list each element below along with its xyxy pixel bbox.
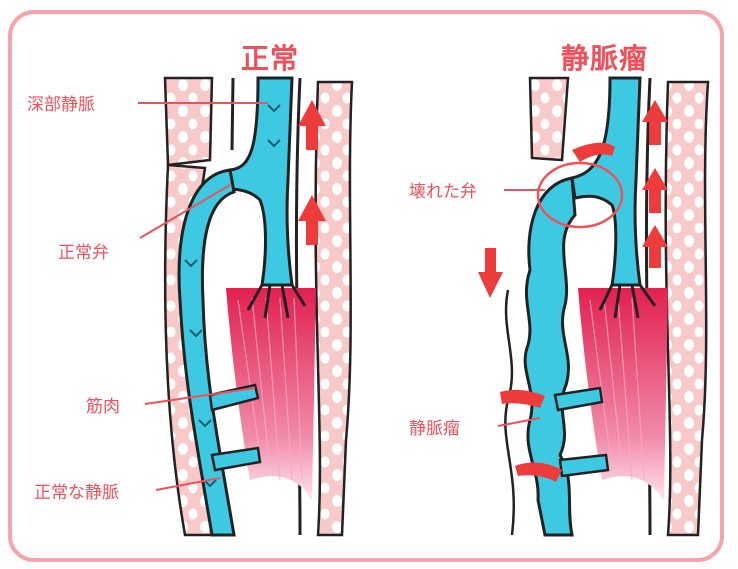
varicose-leg [478,78,708,535]
label-deep-vein: 深部静脈 [27,90,95,115]
title-varicose: 静脈瘤 [561,37,648,77]
skin-layer-upper-left [165,78,212,165]
label-broken-valve: 壊れた弁 [409,177,477,202]
label-muscle: 筋肉 [86,392,120,417]
varicose-vein [525,178,575,535]
skin-layer-upper-right-a [530,78,568,160]
label-normal-vein: 正常な静脈 [34,478,119,503]
normal-leg [138,78,352,535]
label-normal-valve: 正常弁 [58,238,109,263]
title-normal: 正常 [241,37,299,77]
skin-layer-right-b [666,82,708,535]
deep-vein-right [572,78,640,285]
label-varicose-vein: 静脈瘤 [409,414,460,439]
skin-layer-right [316,82,352,535]
